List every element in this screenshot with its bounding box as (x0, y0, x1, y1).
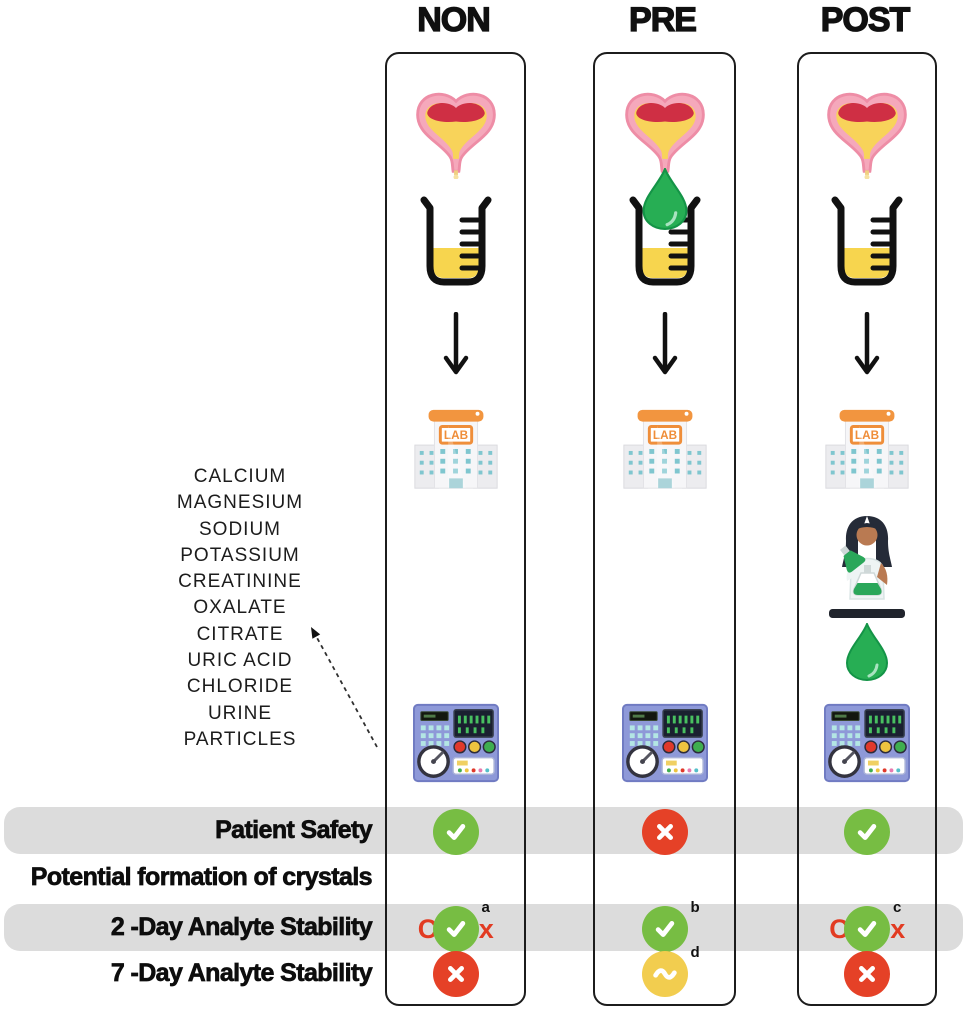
row-label-7day-stability: 7 -Day Analyte Stability (110, 959, 372, 988)
analyzer-icon (413, 703, 499, 783)
footnote-letter: a (481, 899, 490, 916)
row-band-2day-stability (4, 904, 963, 951)
bladder-icon (410, 85, 502, 179)
analyte-item: POTASSIUM (180, 544, 300, 566)
row-label-crystals: Potential formation of crystals (30, 863, 373, 892)
scientist-icon (827, 513, 907, 621)
analyte-item: OXALATE (193, 597, 287, 619)
column-header-post: POST (820, 0, 911, 39)
analyte-item: CHLORIDE (186, 676, 294, 698)
analyte-item: PARTICLES (183, 728, 297, 750)
lab-building-icon (618, 405, 712, 493)
cross-icon (432, 951, 479, 997)
arrow-down-icon (651, 312, 679, 382)
column-non: Ca/Ox a (385, 52, 526, 1006)
check-icon (432, 809, 479, 855)
cross-icon (844, 951, 890, 997)
acid-drop-icon (845, 623, 889, 681)
tilde-icon (641, 951, 688, 997)
analyte-item: CALCIUM (193, 466, 287, 487)
cross-icon (641, 809, 688, 855)
column-post: Ca/Ox c (797, 52, 937, 1006)
column-pre: UA b d (593, 52, 736, 1006)
analyte-list: CALCIUM MAGNESIUM SODIUM POTASSIUM CREATININ… (103, 464, 377, 753)
check-icon (844, 906, 890, 952)
analyzer-icon (824, 703, 910, 783)
footnote-letter: d (690, 944, 700, 961)
check-icon (844, 809, 890, 855)
column-header-pre: PRE (628, 0, 697, 39)
analyte-item: URINE (207, 702, 273, 724)
row-label-2day-stability: 2 -Day Analyte Stability (110, 913, 372, 942)
lab-building-icon (409, 405, 503, 493)
arrow-down-icon (853, 312, 881, 382)
footnote-letter: c (893, 899, 902, 916)
analyte-item: SODIUM (199, 518, 281, 540)
bladder-icon (821, 85, 913, 179)
footnote-letter: b (690, 899, 700, 916)
beaker-icon (827, 195, 907, 289)
lab-building-icon (820, 405, 914, 493)
arrow-down-icon (442, 312, 470, 382)
analyte-item: MAGNESIUM (176, 492, 304, 514)
check-icon (641, 906, 688, 952)
row-band-patient-safety (4, 807, 963, 854)
row-label-patient-safety: Patient Safety (215, 816, 373, 845)
analyte-item: CREATININE (178, 571, 302, 593)
analyte-item: URIC ACID (187, 650, 293, 672)
check-icon (432, 906, 479, 952)
acid-drop-icon (641, 168, 689, 230)
analyte-item: CITRATE (196, 623, 284, 645)
beaker-icon (416, 195, 496, 289)
bladder-icon (619, 85, 711, 179)
analyzer-icon (622, 703, 708, 783)
column-header-non: NON (417, 0, 492, 39)
